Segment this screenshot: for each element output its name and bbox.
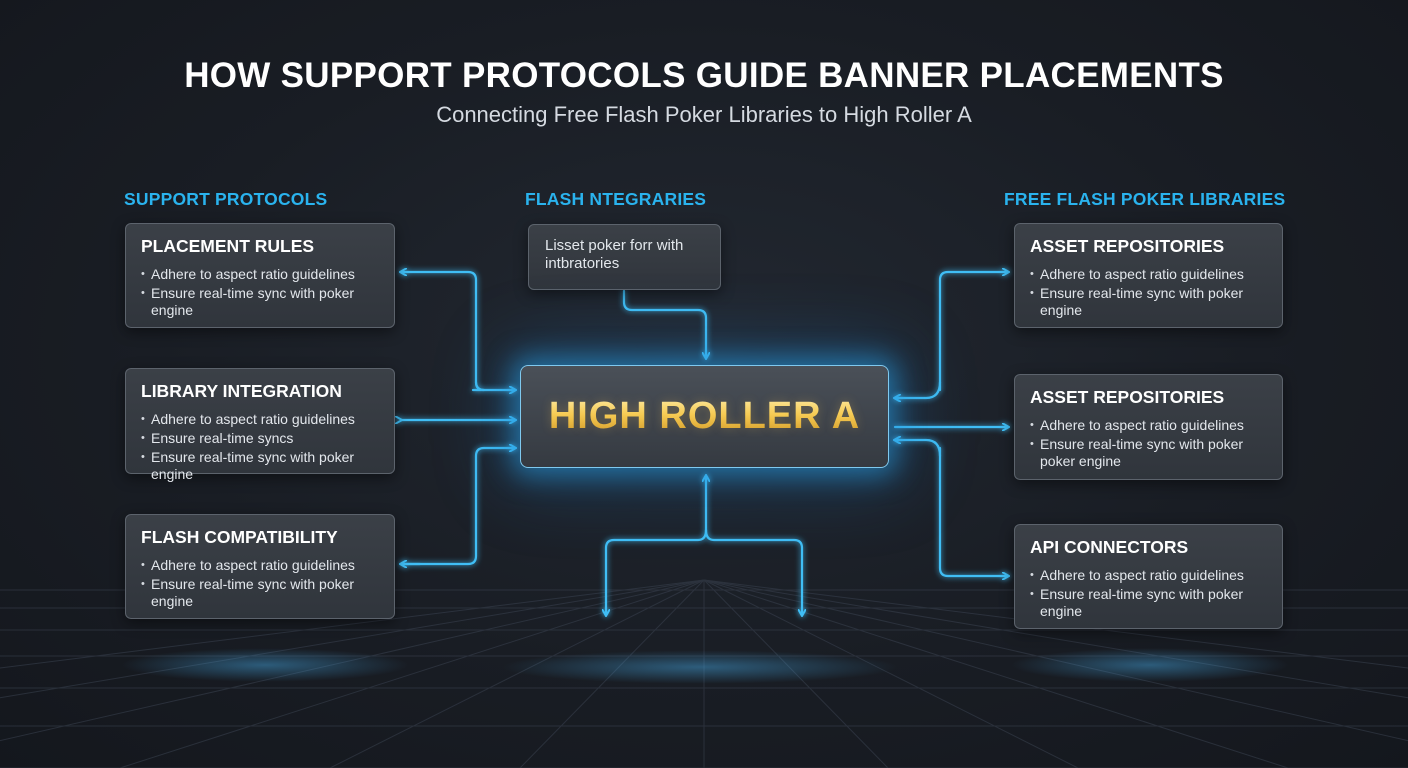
card-title: LIBRARY INTEGRATION xyxy=(141,381,342,401)
card-bullet-wrap: engine xyxy=(151,593,194,609)
card-asset-repositories-1: ASSET REPOSITORIES Adhere to aspect rati… xyxy=(1014,223,1283,328)
hub-label: HIGH ROLLER A xyxy=(548,395,861,437)
card-bullet: Adhere to aspect ratio guidelines xyxy=(1030,417,1268,434)
card-bullet-wrap: engine xyxy=(1040,302,1083,318)
card-bullet: Ensure real-time syncs xyxy=(141,430,380,447)
page-subtitle: Connecting Free Flash Poker Libraries to… xyxy=(436,102,972,127)
card-library-integration: LIBRARY INTEGRATION Adhere to aspect rat… xyxy=(125,368,395,482)
section-title-support-protocols: SUPPORT PROTOCOLS xyxy=(124,189,328,209)
card-bullet-wrap: engine xyxy=(1040,603,1083,619)
card-bullet-line: Ensure real-time sync with poker xyxy=(1040,285,1244,301)
card-bullet: Adhere to aspect ratio guidelines xyxy=(1030,266,1268,283)
card-title: FLASH COMPATIBILITY xyxy=(141,527,338,547)
card-title: PLACEMENT RULES xyxy=(141,236,315,256)
card-bullet: Adhere to aspect ratio guidelines xyxy=(141,557,380,574)
card-bullet-line: Ensure real-time sync with poker xyxy=(151,285,355,301)
card-bullet: Adhere to aspect ratio guidelines xyxy=(1030,567,1268,584)
section-title-flash-ntegraries: FLASH NTEGRARIES xyxy=(525,189,707,209)
floor-glow-left xyxy=(120,648,410,682)
card-bullet: Adhere to aspect ratio guidelines xyxy=(141,411,380,428)
center-note: Lisset poker forr with intbratories xyxy=(528,224,721,290)
card-bullet: Ensure real-time sync with poker engine xyxy=(141,449,380,483)
card-bullet-line: Ensure real-time sync with poker xyxy=(151,576,355,592)
card-bullet-wrap: poker engine xyxy=(1040,453,1121,469)
card-title: ASSET REPOSITORIES xyxy=(1030,387,1225,407)
floor-glow-right xyxy=(1010,648,1290,682)
card-title: API CONNECTORS xyxy=(1030,537,1189,557)
center-note-line: Lisset poker forr with xyxy=(545,237,684,254)
card-asset-repositories-2: ASSET REPOSITORIES Adhere to aspect rati… xyxy=(1014,374,1283,480)
card-placement-rules: PLACEMENT RULES Adhere to aspect ratio g… xyxy=(125,223,395,328)
section-title-free-flash-poker-libraries: FREE FLASH POKER LIBRARIES xyxy=(1004,189,1286,209)
floor-glow-center xyxy=(500,650,900,684)
card-bullet-line: Ensure real-time sync with poker xyxy=(1040,436,1244,452)
card-api-connectors: API CONNECTORS Adhere to aspect ratio gu… xyxy=(1014,524,1283,629)
page-title: HOW SUPPORT PROTOCOLS GUIDE BANNER PLACE… xyxy=(184,56,1224,95)
hub-high-roller-a: HIGH ROLLER A xyxy=(520,365,889,468)
card-title: ASSET REPOSITORIES xyxy=(1030,236,1225,256)
card-bullet-line: Ensure real-time sync with poker xyxy=(1040,586,1244,602)
card-bullet: Adhere to aspect ratio guidelines xyxy=(141,266,380,283)
card-bullet-wrap: engine xyxy=(151,302,194,318)
card-flash-compatibility: FLASH COMPATIBILITY Adhere to aspect rat… xyxy=(125,514,395,619)
center-note-line: intbratories xyxy=(545,255,620,272)
